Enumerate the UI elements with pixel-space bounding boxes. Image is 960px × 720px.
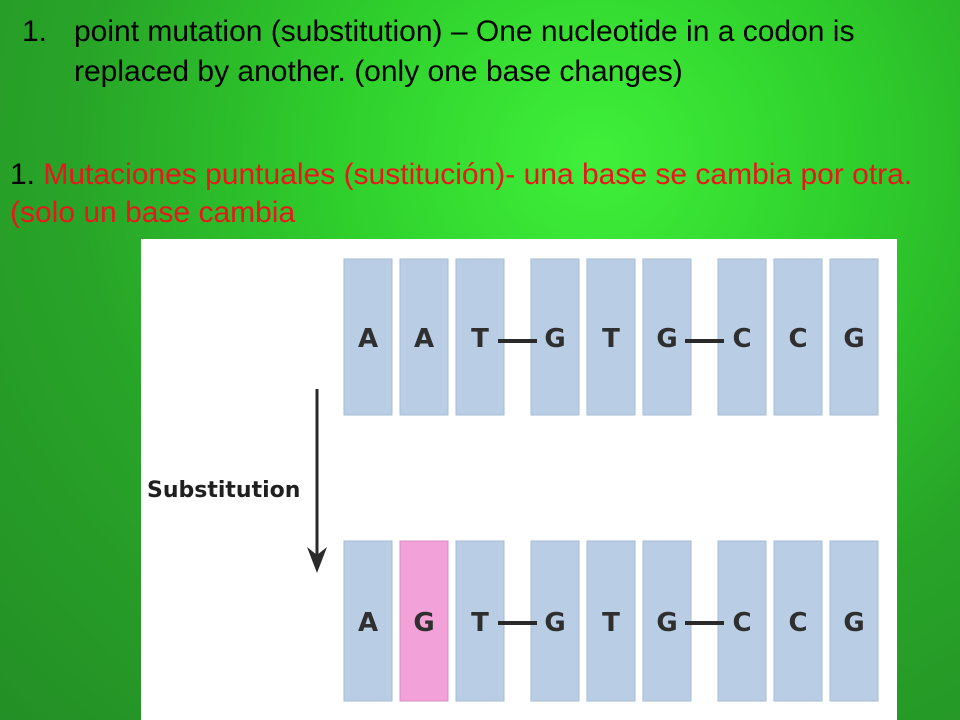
mutated-base-letter: C: [788, 608, 807, 638]
original-base-box: [455, 258, 505, 416]
original-base-box: [829, 258, 879, 416]
original-base-box: [530, 258, 580, 416]
mutated-base-letter: G: [843, 608, 864, 638]
point-mutation-definition-english: point mutation (substitution) – One nucl…: [74, 15, 855, 88]
original-base-letter: C: [732, 324, 751, 354]
item-number-spanish: 1.: [10, 158, 36, 191]
mutated-base-box: [586, 540, 636, 702]
original-base-box: [399, 258, 449, 416]
mutated-base-box: [530, 540, 580, 702]
mutated-base-box: [829, 540, 879, 702]
original-base-letter: T: [471, 324, 489, 354]
mutated-base-box: [717, 540, 767, 702]
mutated-base-letter: G: [656, 608, 677, 638]
substitution-diagram-svg: A A T G T G C C G A G T G T G C C G Substitution: [147, 258, 879, 702]
original-base-letter: C: [788, 324, 807, 354]
mutated-base-letter: G: [544, 608, 565, 638]
substitution-diagram: A A T G T G C C G A G T G T G C C G Substitution: [141, 239, 897, 720]
mutated-base-box: [455, 540, 505, 702]
original-base-box: [773, 258, 823, 416]
original-base-letter: G: [544, 324, 565, 354]
mutated-base-letter: A: [358, 608, 378, 638]
point-mutation-definition-spanish: Mutaciones puntuales (sustitución)- una …: [10, 158, 913, 229]
original-base-letter: A: [414, 324, 434, 354]
mutated-base-box-mutated: [399, 540, 449, 702]
original-base-letter: G: [843, 324, 864, 354]
point-mutation-item-spanish: 1. Mutaciones puntuales (sustitución)- u…: [10, 156, 940, 232]
arrow-head: [307, 547, 327, 573]
original-base-box: [717, 258, 767, 416]
original-base-letter: A: [358, 324, 378, 354]
mutated-base-box: [642, 540, 692, 702]
original-base-box: [642, 258, 692, 416]
original-base-box: [343, 258, 393, 416]
original-base-letter: T: [602, 324, 620, 354]
mutated-base-box: [773, 540, 823, 702]
original-base-box: [586, 258, 636, 416]
mutated-base-box: [343, 540, 393, 702]
original-base-letter: G: [656, 324, 677, 354]
mutated-base-letter: T: [471, 608, 489, 638]
item-number: 1.: [22, 15, 48, 48]
mutated-base-letter: T: [602, 608, 620, 638]
mutated-base-letter: G: [413, 608, 434, 638]
mutated-base-letter: C: [732, 608, 751, 638]
substitution-label: Substitution: [147, 478, 300, 503]
substitution-arrow: [307, 389, 327, 573]
